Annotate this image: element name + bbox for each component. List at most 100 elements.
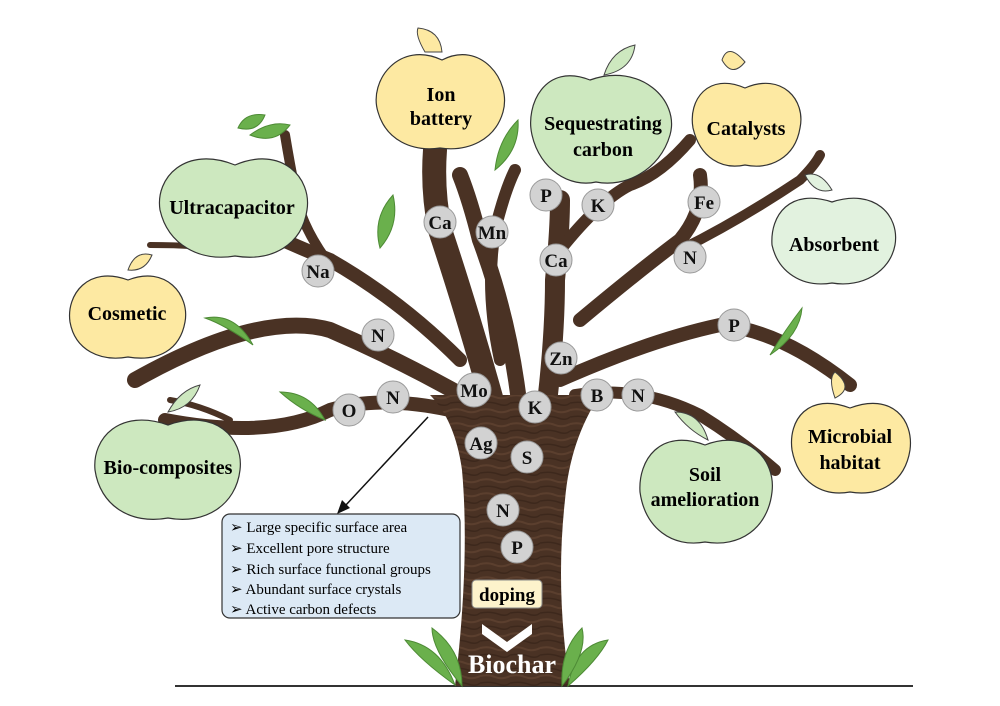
apple-stem-leaf-icon [831, 371, 846, 399]
leaves [203, 114, 803, 688]
property-item: ➢ Abundant surface crystals [230, 582, 401, 598]
element-label: Na [306, 262, 330, 283]
doping-elements: Ca Mn P K Ca Fe N Na N P Zn Mo O N K B N… [301, 178, 751, 564]
element-label: N [631, 386, 645, 407]
element-circle [423, 205, 457, 239]
apple-label: Sequestrating [544, 113, 662, 135]
leaf-icon [561, 627, 584, 688]
apple-shape [790, 402, 912, 494]
leaf-icon [203, 316, 254, 346]
element-label: Fe [694, 193, 714, 214]
element-circle [717, 308, 751, 342]
apple-label: Ion [427, 84, 456, 106]
leaf-icon [278, 391, 327, 421]
leaf-icon [494, 118, 519, 172]
apple-label: Microbial [808, 426, 893, 448]
element-label: S [522, 448, 533, 469]
element-label: O [342, 401, 357, 422]
property-item: ➢ Large specific surface area [230, 520, 408, 536]
apple-ion-battery: Ion battery [375, 27, 506, 150]
leaf-icon [403, 639, 457, 687]
apple-catalysts: Catalysts [691, 51, 802, 167]
apple-label: battery [410, 108, 472, 130]
apple-shape [375, 54, 506, 150]
apple-stem-leaf-icon [416, 27, 443, 53]
apple-stem-leaf-icon [804, 173, 833, 192]
element-circle [544, 341, 578, 375]
element-circle [464, 426, 498, 460]
apple-label: Cosmetic [88, 303, 167, 325]
apple-label: Absorbent [789, 234, 879, 256]
element-circle [687, 185, 721, 219]
leaf-icon [377, 193, 396, 250]
leaf-icon [769, 306, 803, 356]
element-circle [486, 493, 520, 527]
element-label: P [511, 538, 523, 559]
apple-shape [771, 197, 897, 285]
element-circle [332, 393, 366, 427]
element-label: N [386, 388, 400, 409]
element-circle [518, 390, 552, 424]
apple-label: amelioration [651, 489, 760, 511]
element-circle [581, 188, 615, 222]
element-label: Ca [428, 213, 452, 234]
element-label: N [371, 326, 385, 347]
element-circle [529, 178, 563, 212]
apple-label: Bio-composites [104, 457, 233, 479]
apple-shape [94, 419, 241, 520]
apple-label: Soil [689, 464, 722, 486]
apple-soil-amelioration: Soil amelioration [639, 411, 773, 544]
apple-stem-leaf-icon [603, 44, 636, 76]
apple-microbial-habitat: Microbial habitat [790, 371, 912, 494]
element-label: Mo [460, 381, 487, 402]
doping-box: doping [471, 579, 543, 609]
element-circle [673, 240, 707, 274]
element-circle [376, 380, 410, 414]
properties-arrow [337, 416, 429, 514]
element-label: P [728, 316, 740, 337]
apple-label: Catalysts [707, 118, 786, 140]
apple-shape [158, 158, 309, 258]
property-item: ➢ Excellent pore structure [230, 541, 390, 557]
apple-shape [68, 275, 187, 359]
leaf-icon [431, 627, 463, 688]
apple-shape [639, 439, 773, 544]
element-label: N [496, 501, 510, 522]
element-label: Zn [549, 349, 573, 370]
element-label: P [540, 186, 552, 207]
apple-ultracapacitor: Ultracapacitor [158, 158, 309, 258]
element-label: B [591, 386, 604, 407]
element-label: Ca [544, 251, 568, 272]
apple-shape [691, 82, 802, 167]
apple-label: Ultracapacitor [169, 197, 295, 219]
element-circle [456, 372, 492, 408]
element-label: Mn [478, 223, 507, 244]
property-item: ➢ Active carbon defects [230, 602, 376, 618]
apple-shape [530, 74, 673, 184]
root-label-biochar: Biochar [468, 650, 556, 679]
apple-cosmetic: Cosmetic [68, 253, 187, 359]
element-circle [510, 440, 544, 474]
apple-stem-leaf-icon [127, 253, 153, 271]
element-circle [621, 378, 655, 412]
property-item: ➢ Rich surface functional groups [230, 562, 431, 578]
element-label: Ag [469, 434, 493, 455]
apple-absorbent: Absorbent [771, 173, 897, 285]
apple-label: habitat [819, 452, 880, 474]
element-circle [539, 243, 573, 277]
element-circle [475, 215, 509, 249]
apple-sequestrating-carbon: Sequestrating carbon [530, 44, 673, 184]
element-label: K [528, 398, 543, 419]
element-circle [580, 378, 614, 412]
arrow-head-icon [337, 500, 350, 514]
element-circle [301, 254, 335, 288]
element-label: K [591, 196, 606, 217]
apple-bio-composites: Bio-composites [94, 384, 241, 520]
doping-label: doping [479, 585, 535, 606]
chevron-down-icon [482, 624, 532, 652]
apple-stem-leaf-icon [167, 384, 201, 413]
apple-label: carbon [573, 139, 633, 161]
apple-stem-leaf-icon [674, 411, 709, 441]
element-label: N [683, 248, 697, 269]
